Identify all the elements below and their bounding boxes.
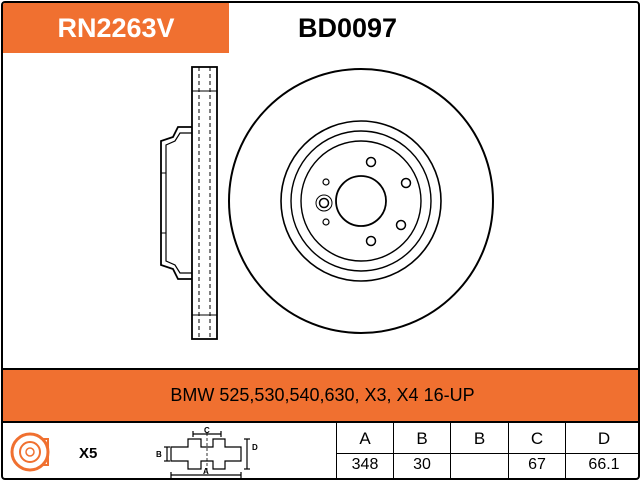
spec-label: B bbox=[473, 429, 486, 448]
spec-label: D bbox=[597, 429, 611, 448]
spec-d: D 66.1 bbox=[565, 423, 638, 478]
spec-label: C bbox=[530, 429, 544, 448]
locator-ring bbox=[315, 194, 333, 212]
spec-row: X5 C B D A bbox=[3, 423, 638, 478]
spec-value: 66.1 bbox=[588, 456, 620, 473]
bolt-hole bbox=[365, 235, 377, 247]
spec-label: A bbox=[359, 429, 371, 448]
disc-side-profile bbox=[160, 66, 218, 340]
locator-hole bbox=[322, 178, 330, 186]
spec-b-alt: B bbox=[450, 423, 508, 478]
dimension-profile-diagram: C B D A bbox=[156, 426, 258, 478]
spec-b: B 30 bbox=[393, 423, 450, 478]
bolt-hole bbox=[318, 197, 330, 209]
vehicle-application-band: BMW 525,530,540,630, X3, X4 16-UP bbox=[3, 368, 638, 423]
profile-label-c: C bbox=[204, 426, 210, 435]
profile-label-d: D bbox=[252, 443, 258, 452]
vehicle-application: BMW 525,530,540,630, X3, X4 16-UP bbox=[170, 385, 475, 405]
spec-c: C 67 bbox=[508, 423, 565, 478]
spec-a: A 348 bbox=[336, 423, 393, 478]
disc-face-view bbox=[228, 68, 494, 334]
disc-icon bbox=[10, 432, 50, 472]
spec-value: 67 bbox=[528, 456, 546, 473]
bolt-hole bbox=[400, 177, 412, 189]
profile-label-a: A bbox=[203, 467, 209, 476]
bolt-hole bbox=[365, 156, 377, 168]
ref-code: RN2263V bbox=[57, 12, 175, 43]
profile-label-b: B bbox=[156, 450, 162, 459]
brake-disc-drawing bbox=[160, 66, 494, 340]
quantity: X5 bbox=[79, 445, 98, 462]
ref-code-badge: RN2263V bbox=[3, 3, 229, 53]
bolt-hole bbox=[395, 219, 407, 231]
spec-value: 30 bbox=[413, 456, 431, 473]
spec-value: 348 bbox=[351, 456, 379, 473]
part-code: BD0097 bbox=[298, 13, 398, 43]
spec-label: B bbox=[416, 429, 428, 448]
locator-hole bbox=[322, 218, 330, 226]
